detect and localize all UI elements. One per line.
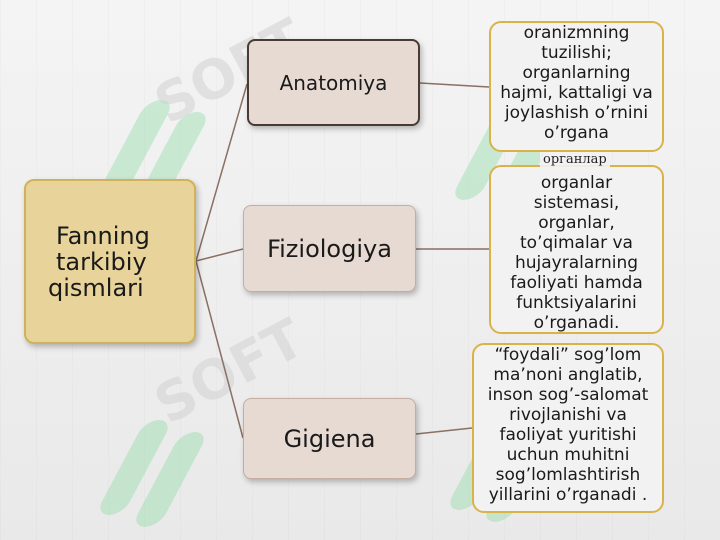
leaf-text: organlar sistemasi, organlar, to’qimalar… xyxy=(510,173,643,333)
branch-label: Fiziologiya xyxy=(267,234,392,263)
branch-anatomy: Anatomiya xyxy=(247,39,420,126)
connector-root-hygiene xyxy=(195,260,244,439)
leaf-text: oranizmning tuzilishi; organlarning hajm… xyxy=(500,23,653,143)
connector-root-physiology xyxy=(195,248,244,262)
root-line: tarkibiy xyxy=(56,247,147,276)
leaf-physiology: organlar sistemasi, organlar, to’qimalar… xyxy=(489,165,664,334)
connector-hygiene-leaf xyxy=(415,427,473,435)
leaf-text: “foydali” sog’lom ma’noni anglatib, inso… xyxy=(487,345,649,505)
leaf-anatomy: oranizmning tuzilishi; organlarning hajm… xyxy=(489,21,664,152)
branch-label: Anatomiya xyxy=(279,70,388,95)
leaf-hygiene: “foydali” sog’lom ma’noni anglatib, inso… xyxy=(472,343,664,513)
root-line: qismlari xyxy=(48,273,144,302)
root-node: Fanning tarkibiy qismlari xyxy=(24,179,196,344)
connector-root-anatomy xyxy=(195,83,248,262)
branch-label: Gigiena xyxy=(283,424,376,453)
connector-anatomy-leaf xyxy=(419,82,490,88)
branch-physiology: Fiziologiya xyxy=(243,205,416,292)
branch-hygiene: Gigiena xyxy=(243,398,416,479)
annotation-label: органлар xyxy=(540,152,610,167)
root-line: Fanning xyxy=(56,221,150,250)
